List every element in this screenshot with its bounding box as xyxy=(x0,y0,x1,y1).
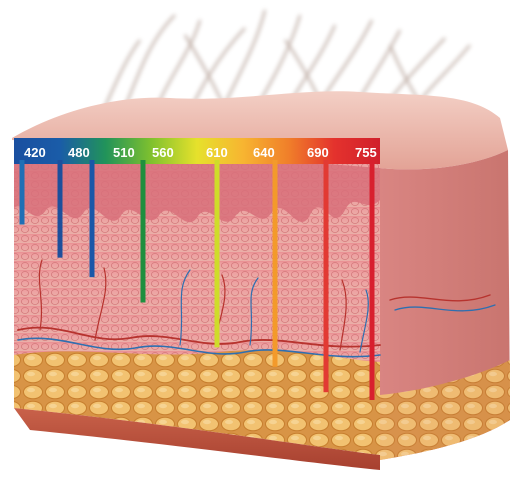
wavelength-label-420: 420 xyxy=(24,145,46,160)
wavelength-label-755: 755 xyxy=(355,145,377,160)
penetration-line-690 xyxy=(324,160,329,392)
wavelength-label-690: 690 xyxy=(307,145,329,160)
penetration-line-420 xyxy=(20,160,25,225)
penetration-line-510 xyxy=(90,160,95,277)
penetration-line-755 xyxy=(370,160,375,400)
wavelength-label-610: 610 xyxy=(206,145,228,160)
penetration-line-610 xyxy=(215,160,220,347)
penetration-line-480 xyxy=(58,160,63,258)
wavelength-label-640: 640 xyxy=(253,145,275,160)
wavelength-label-510: 510 xyxy=(113,145,135,160)
wavelength-label-480: 480 xyxy=(68,145,90,160)
penetration-line-560 xyxy=(141,160,146,303)
wavelength-label-560: 560 xyxy=(152,145,174,160)
penetration-line-640 xyxy=(273,160,278,367)
